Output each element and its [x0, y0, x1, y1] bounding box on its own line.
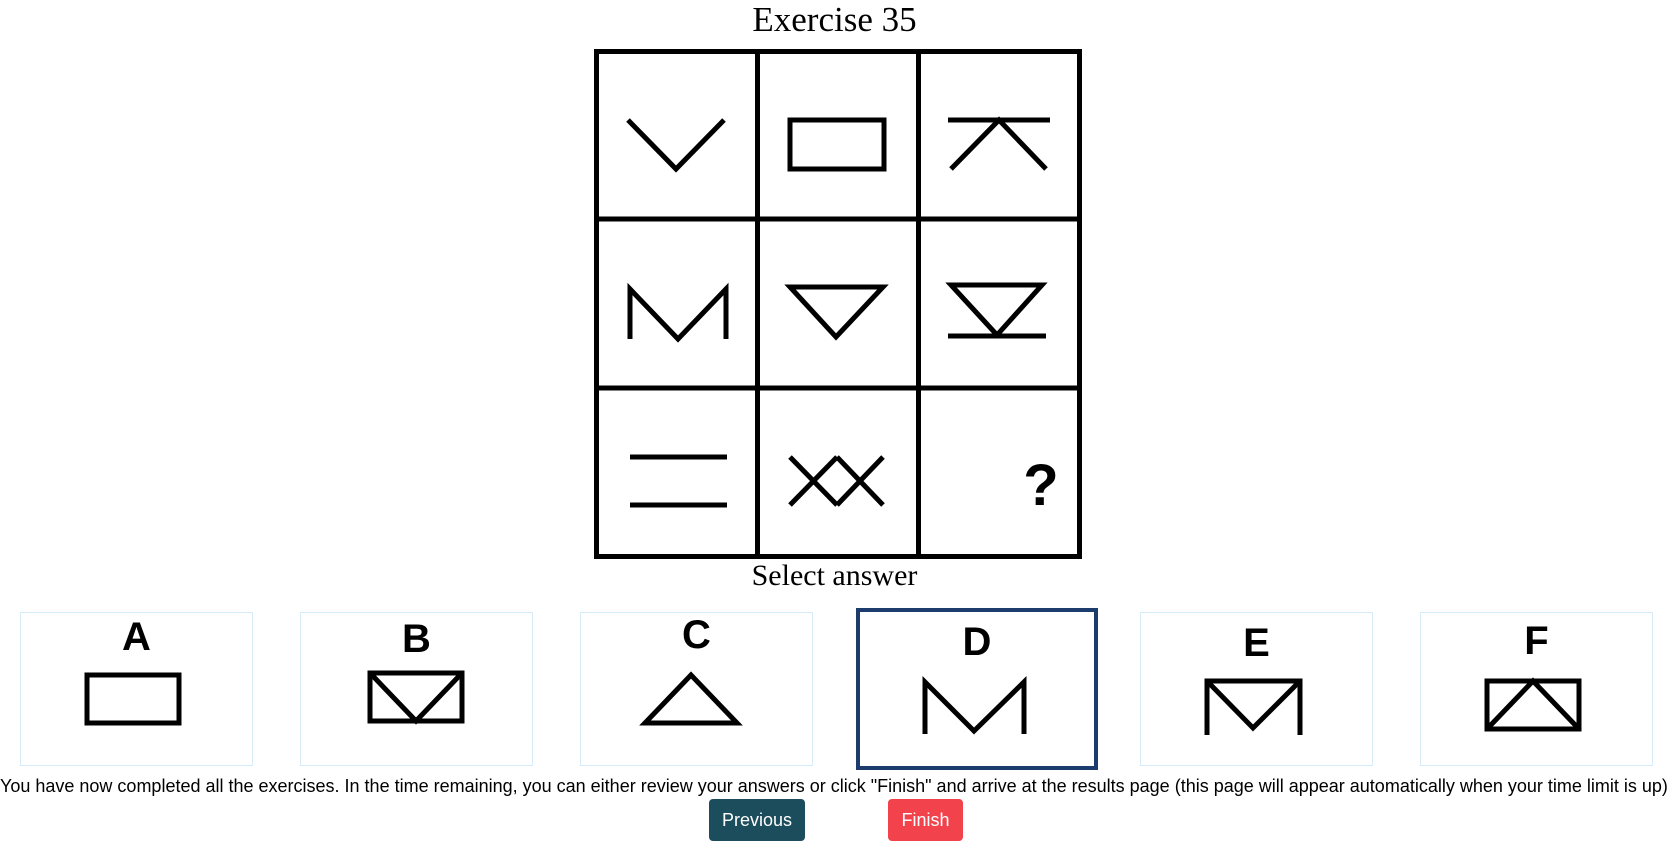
- option-d-figure: [922, 675, 1027, 735]
- select-answer-heading: Select answer: [751, 559, 918, 592]
- downward-triangle-with-base-line-shape: [945, 282, 1048, 339]
- w-zigzag-shape: [627, 282, 729, 343]
- option-c-figure: [639, 671, 743, 726]
- answer-option-b[interactable]: B: [300, 612, 533, 766]
- chevron-down-shape: [626, 118, 726, 173]
- double-horizontal-lines-shape: [630, 454, 727, 508]
- option-b-figure: [367, 670, 465, 725]
- rectangle-shape: [787, 117, 887, 172]
- puzzle-grid: [594, 49, 1082, 559]
- answer-option-a[interactable]: A: [20, 612, 253, 766]
- option-a-figure: [84, 672, 182, 726]
- answer-option-f[interactable]: F: [1420, 612, 1653, 766]
- completion-message: You have now completed all the exercises…: [0, 776, 1669, 796]
- answer-option-c[interactable]: C: [580, 612, 813, 766]
- previous-button[interactable]: Previous: [709, 799, 805, 841]
- option-letter: B: [402, 617, 431, 661]
- option-letter: F: [1524, 619, 1549, 663]
- option-letter: D: [962, 620, 992, 664]
- puzzle-matrix: ?: [594, 49, 1082, 559]
- grid-border: [594, 49, 1082, 559]
- option-f-figure: [1484, 677, 1582, 732]
- option-letter: A: [122, 615, 151, 659]
- missing-cell-question-mark: ?: [1023, 453, 1059, 518]
- answer-option-e[interactable]: E: [1140, 612, 1373, 766]
- exercise-title: Exercise 35: [752, 0, 917, 39]
- finish-button[interactable]: Finish: [888, 799, 963, 841]
- bar-with-chevron-up-shape: [948, 116, 1050, 171]
- option-letter: E: [1243, 621, 1270, 665]
- option-e-figure: [1204, 678, 1303, 735]
- option-letter: C: [682, 613, 711, 657]
- answer-option-d[interactable]: D: [856, 608, 1098, 770]
- crossed-diamond-shape: [788, 455, 885, 507]
- downward-triangle-shape: [784, 284, 889, 341]
